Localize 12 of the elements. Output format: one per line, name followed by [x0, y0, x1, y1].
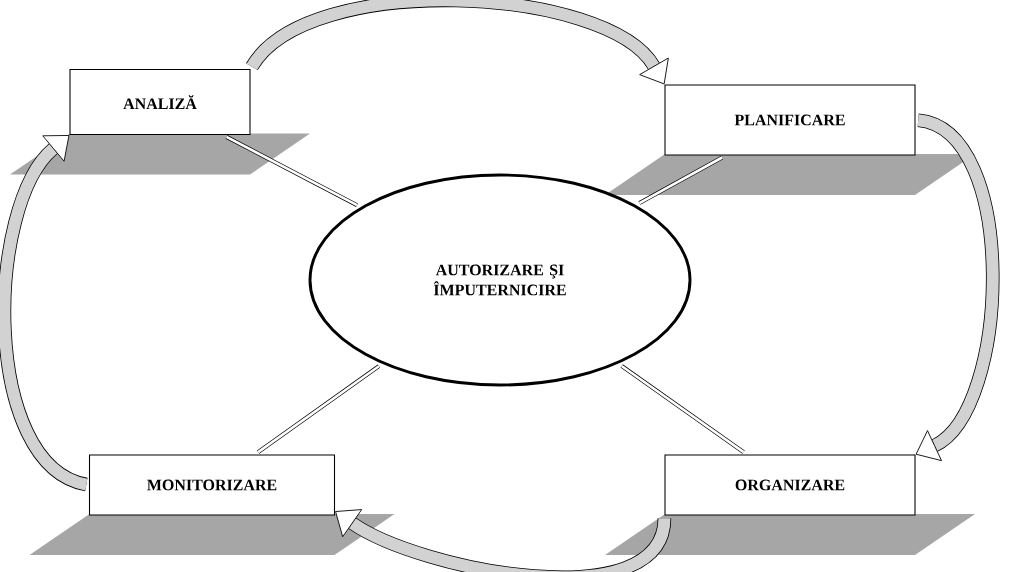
curved-arrow [915, 113, 1000, 462]
connector-line [620, 364, 745, 454]
process-box: PLANIFICARE [664, 84, 916, 156]
connector-line [638, 155, 724, 205]
connector-line [256, 364, 381, 454]
process-box: ORGANIZARE [664, 454, 916, 516]
curved-arrow [246, 0, 669, 85]
curved-arrow [0, 135, 89, 491]
curved-arrow [335, 509, 672, 572]
process-box: ANALIZĂ [69, 68, 251, 136]
connector-line [225, 135, 358, 207]
process-box: MONITORIZARE [88, 454, 336, 516]
